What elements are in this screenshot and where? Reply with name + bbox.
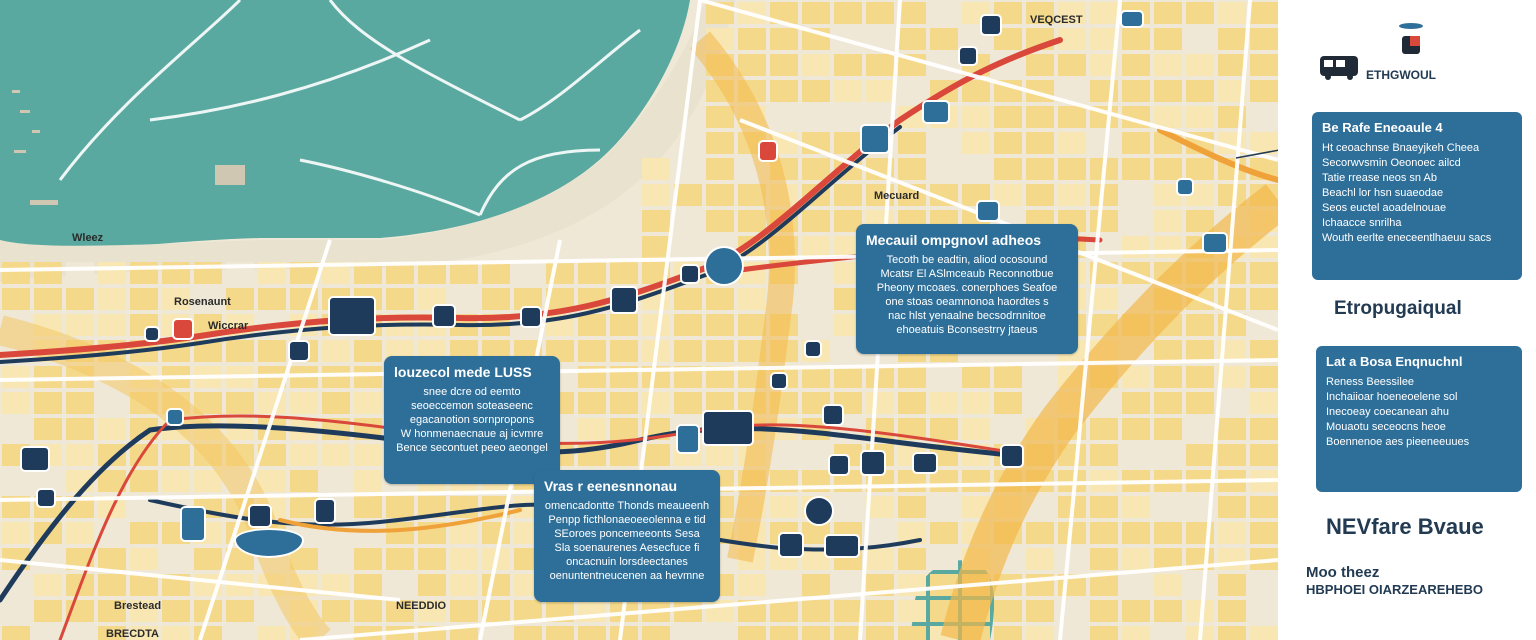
legend-card-line: Mouaotu seceocns heoe [1326,421,1446,433]
callout-line: snee dcre od eemto [423,386,521,398]
legend-card-line: Reness Beessilee [1326,376,1415,388]
footer-line-1: Moo theez [1306,564,1380,581]
map-canvas[interactable]: Rosenaunt Wleez Mecuard Wiccrar Brestead… [0,0,1278,640]
station-marker[interactable] [1176,178,1194,196]
info-callout[interactable]: Vras r eenesnnonau omencadontte Thonds m… [534,470,720,602]
callout-line: oncacnuin lorsdeectanes [566,556,688,568]
station-marker[interactable] [804,340,822,358]
station-marker[interactable] [980,14,1002,36]
station-marker[interactable] [172,318,194,340]
callout-title: Vras r eenesnnonau [544,478,678,494]
station-marker[interactable] [912,452,938,474]
callout-line: omencadontte Thonds meaueenh [544,500,710,512]
brand-name: ETHGWOUL [1366,68,1436,82]
callout-line: oenuntentneucenen aa hevmne [549,570,705,582]
callout-line: Mcatsr El ASlmceaub Reconnotbue [880,268,1054,280]
callout-line: seoeccemon soteaseenc [411,400,533,412]
station-marker[interactable] [702,410,754,446]
orange-corridor [0,31,1278,640]
station-marker[interactable] [288,340,310,362]
callout-line: Bence secontuet peeo aeongel [396,442,548,454]
station-marker[interactable] [824,534,860,558]
station-marker[interactable] [822,404,844,426]
station-marker[interactable] [520,306,542,328]
station-marker[interactable] [828,454,850,476]
water-boundaries [58,0,641,217]
callout-title: Mecauil ompgnovl adheos [866,232,1042,248]
station-marker[interactable] [922,100,950,124]
callout-line: ehoeatuis Bconsestrry jtaeus [896,324,1038,336]
station-marker[interactable] [1202,232,1228,254]
legend-card-line: Beachl lor hsn suaeodae [1322,187,1444,199]
station-marker[interactable] [758,140,778,162]
station-marker[interactable] [976,200,1000,222]
place-label: Rosenaunt [174,296,231,308]
station-marker[interactable] [958,46,978,66]
legend-card-line: Secorwvsmin Oeonoec ailcd [1322,157,1461,169]
callout-line: one stoas oeamnonoa haordtes s [885,296,1049,308]
callout-line: Sla soenaurenes Aesecfuce fi [554,542,700,554]
panel-subheading: NEVfare Bvaue [1326,514,1484,539]
legend-card-line: Seos euctel aoadelnouae [1322,202,1447,214]
info-callout[interactable]: Mecauil ompgnovl adheos Tecoth be eadtin… [856,224,1078,354]
station-marker[interactable] [778,532,804,558]
place-label: Mecuard [874,190,920,202]
station-marker[interactable] [610,286,638,314]
station-marker[interactable] [144,326,160,342]
legend-card-line: Wouth eerlte eneceentlhaeuu sacs [1322,232,1492,244]
legend-card[interactable]: Lat a Bosa Enqnuchnl Reness Beessilee In… [1316,346,1522,492]
callout-line: Penpp ficthlonaeoeeolenna e tid [548,514,706,526]
bus-icon [1320,56,1358,80]
callout-line: Pheony mcoaes. conerphoes Seafoe [876,282,1058,294]
legend-card-line: Inchaiioar hoeneoelene sol [1326,391,1458,403]
station-marker[interactable] [328,296,376,336]
place-label: Wleez [72,232,104,244]
callout-title: louzecol mede LUSS [394,364,532,380]
callout-line: egacanotion sornpropons [409,414,535,426]
station-marker[interactable] [20,446,50,472]
footer-line-2: HBPHOEI OIARZEAREHEBO [1306,582,1483,597]
place-label: Wiccrar [208,320,249,332]
station-marker[interactable] [804,496,834,526]
callout-line: SEoroes poncemeeonts Sesa [554,528,700,540]
station-marker[interactable] [704,246,744,286]
place-label: NEEDDIO [396,600,447,612]
info-callout[interactable]: louzecol mede LUSS snee dcre od eemto se… [384,356,560,484]
legend-card-title: Lat a Bosa Enqnuchnl [1326,354,1463,369]
legend-card[interactable]: Be Rafe Eneoaule 4 Ht ceoachnse Bnaeyjke… [1312,112,1522,280]
station-marker[interactable] [1000,444,1024,468]
station-marker[interactable] [248,504,272,528]
station-marker[interactable] [860,450,886,476]
legend-card-line: Boennenoe aes pieeneeuues [1326,436,1470,448]
station-marker[interactable] [234,528,304,558]
station-marker[interactable] [676,424,700,454]
place-label: VEQCEST [1030,14,1083,26]
place-label: BRECDTA [106,628,159,640]
station-marker[interactable] [1120,10,1144,28]
legend-card-line: Ichaacce snrilha [1322,217,1402,229]
callout-line: nac hlst yenaalne becsodrnnitoe [888,310,1046,322]
station-marker[interactable] [680,264,700,284]
station-marker[interactable] [36,488,56,508]
coast-land [0,0,735,282]
place-label: Brestead [114,600,162,612]
panel-heading: Etropugaiqual [1334,298,1462,319]
map-graphics [0,0,1278,640]
pin-icon [1399,23,1423,54]
callout-line: W honmenaecnaue aj icvmre [400,428,544,440]
legend-card-line: Ht ceoachnse Bnaeyjkeh Cheea [1322,142,1480,154]
station-marker[interactable] [180,506,206,542]
legend-card-line: Inecoeay coecanean ahu [1326,406,1449,418]
coast-marks [12,90,245,205]
station-marker[interactable] [860,124,890,154]
legend-card-line: Tatie rrease neos sn Ab [1322,172,1437,184]
station-marker[interactable] [432,304,456,328]
station-marker[interactable] [770,372,788,390]
legend-panel: ETHGWOUL Be Rafe Eneoaule 4 Ht ceoachnse… [1278,0,1536,640]
station-marker[interactable] [314,498,336,524]
station-marker[interactable] [166,408,184,426]
legend-card-title: Be Rafe Eneoaule 4 [1322,120,1443,135]
callout-line: Tecoth be eadtin, aliod ocosound [886,254,1048,266]
